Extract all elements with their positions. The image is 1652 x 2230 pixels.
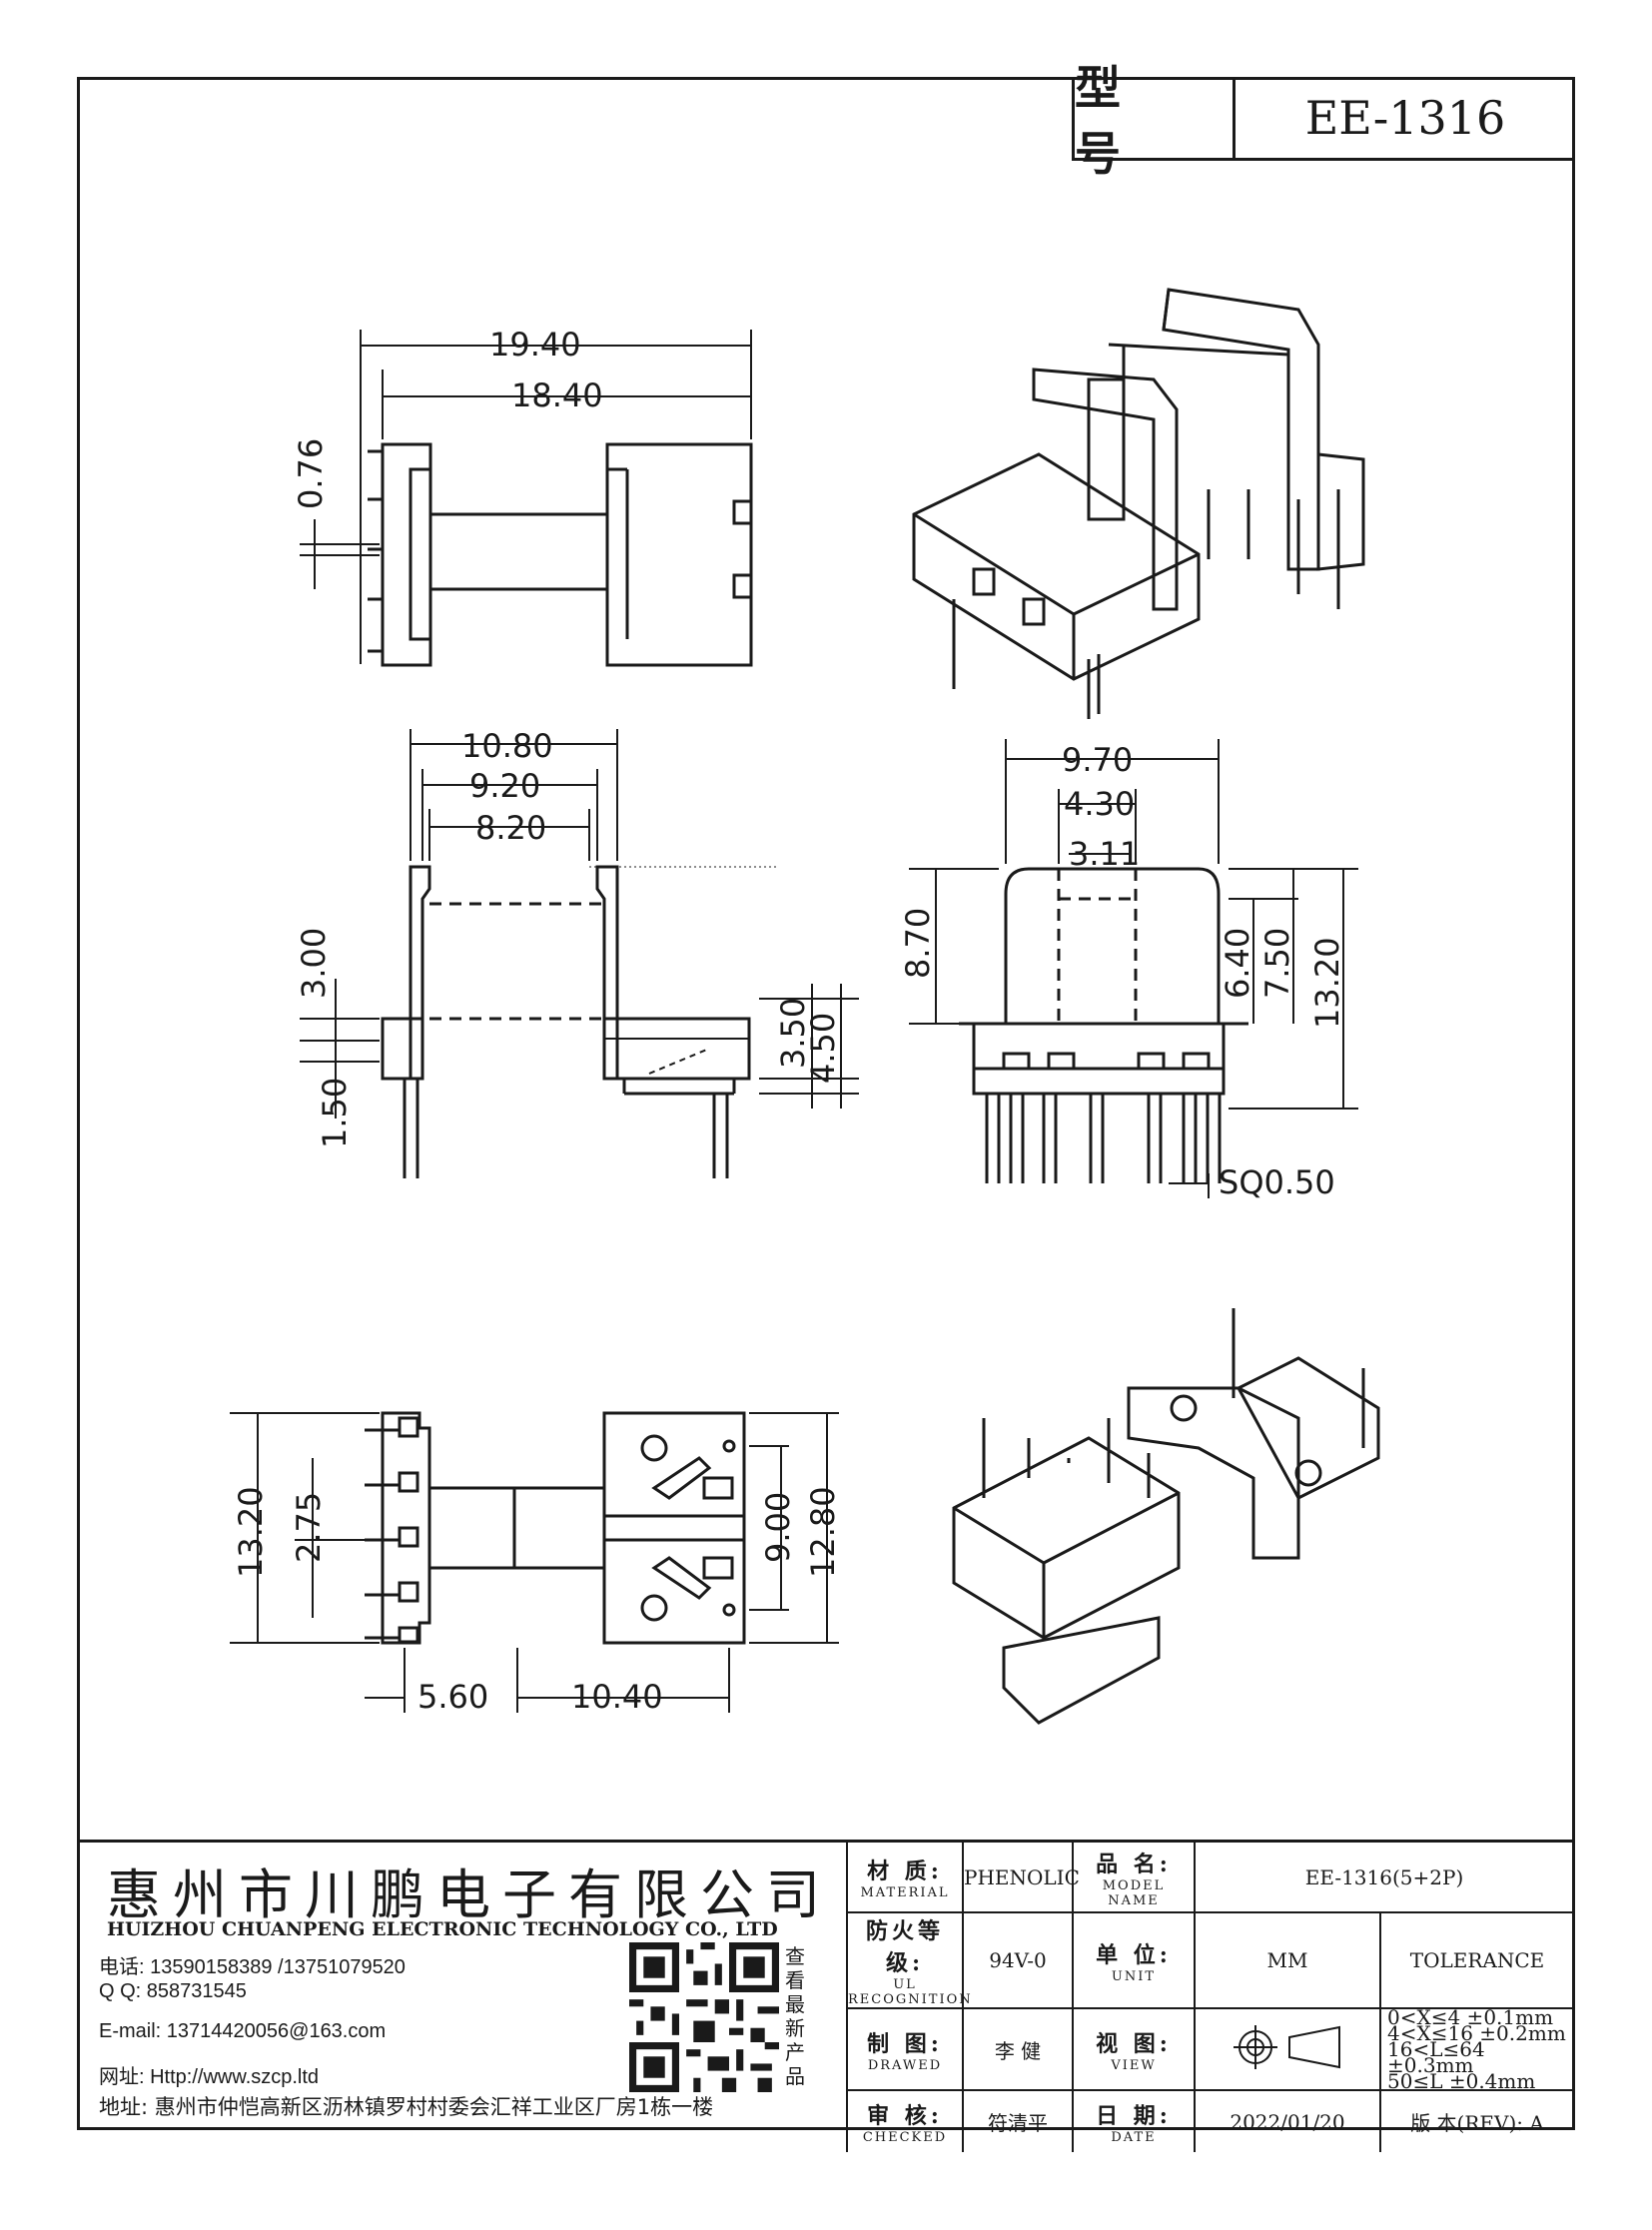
qr-code-icon <box>629 1942 779 2092</box>
company-qq: Q Q: 858731545 <box>99 1980 247 2002</box>
dim-front-width: 9.70 <box>1062 741 1133 779</box>
dim-window-height: 7.50 <box>1258 928 1296 999</box>
dim-core-height: 6.40 <box>1219 928 1256 999</box>
dim-bottom-height: 13.20 <box>232 1486 270 1578</box>
title-block-table: 材 质:MATERIAL PHENOLIC 品 名:MODEL NAME EE-… <box>846 1843 1573 2152</box>
front-view <box>909 739 1358 1198</box>
view-key: 视 图:VIEW <box>1072 2007 1196 2091</box>
tolerance-line-4: 50≤L ±0.4mm <box>1387 2069 1536 2093</box>
dim-right-height: 12.80 <box>804 1486 842 1578</box>
company-address: 地址: 惠州市仲恺高新区沥林镇罗村村委会汇祥工业区厂房1栋一楼 <box>99 2095 714 2119</box>
top-flange-left <box>381 442 432 667</box>
drawn-key: 制 图:DRAWED <box>846 2007 964 2091</box>
model-key: 品 名:MODEL NAME <box>1072 1843 1196 1913</box>
side-view <box>300 729 859 1178</box>
top-view <box>300 330 753 667</box>
dim-base-offset: 1.50 <box>316 1078 354 1148</box>
revision-value: 版 本(REV): A <box>1379 2089 1573 2152</box>
dim-overall-length: 19.40 <box>489 326 581 364</box>
dim-hole-span: 9.00 <box>759 1492 797 1563</box>
checked-value: 符清平 <box>962 2089 1074 2152</box>
unit-key: 单 位:UNIT <box>1072 1911 1196 2009</box>
ul-value: 94V-0 <box>962 1911 1074 2009</box>
tolerance-table: 0<X≤4 ±0.1mm 4<X≤16 ±0.2mm 16<L≤64 ±0.3m… <box>1379 2005 1573 2093</box>
company-website: 网址: Http://www.szcp.ltd <box>99 2066 320 2088</box>
dim-pin-offset: 5.60 <box>417 1678 488 1716</box>
company-name-en: HUIZHOU CHUANPENG ELECTRONIC TECHNOLOGY … <box>107 1918 778 1940</box>
dim-width-b: 9.20 <box>469 767 540 805</box>
dim-pin-to-pin: 10.40 <box>571 1678 663 1716</box>
dim-base-height: 3.00 <box>295 928 333 999</box>
company-info: 惠州市川鹏电子有限公司 HUIZHOU CHUANPENG ELECTRONIC… <box>77 1843 846 2130</box>
qr-caption: 查看最新产品 <box>785 1944 805 2088</box>
date-key: 日 期:DATE <box>1072 2089 1196 2152</box>
drawing-frame <box>77 77 1575 2130</box>
model-name-value: EE-1316(5+2P) <box>1194 1843 1573 1913</box>
tolerance-line-3: 16<L≤64 ±0.3mm <box>1387 2037 1485 2077</box>
company-phone: 电话: 13590158389 /13751079520 <box>99 1956 406 1978</box>
iso-view-bottom <box>952 1308 1380 1725</box>
material-value: PHENOLIC <box>962 1843 1080 1913</box>
iso-view-top <box>912 288 1365 719</box>
unit-value: MM <box>1194 1911 1381 2009</box>
dim-total-height: 13.20 <box>1308 937 1346 1029</box>
dim-flange-height: 8.70 <box>899 908 937 979</box>
tolerance-line-2: 4<X≤16 ±0.2mm <box>1387 2021 1566 2045</box>
company-name-cn: 惠州市川鹏电子有限公司 <box>107 1863 832 1926</box>
date-value: 2022/01/20 <box>1194 2089 1381 2152</box>
top-flange-right <box>605 442 753 667</box>
dim-step-height: 4.50 <box>804 1013 842 1084</box>
tolerance-line-1: 0<X≤4 ±0.1mm <box>1387 2005 1554 2029</box>
projection-symbol-icon <box>1194 2007 1381 2091</box>
model-number: EE-1316 <box>1304 90 1506 145</box>
dim-pin-width: 0.76 <box>292 438 330 509</box>
bottom-view <box>230 1411 839 1713</box>
material-key: 材 质:MATERIAL <box>846 1843 964 1913</box>
drawn-value: 李 健 <box>962 2007 1074 2091</box>
tolerance-label: TOLERANCE <box>1379 1911 1573 2009</box>
dim-ledge-height: 3.50 <box>774 998 812 1069</box>
technical-drawing: 19.40 18.40 0.76 10.80 9.20 8.20 3.00 1.… <box>230 288 1380 1725</box>
dim-width-a: 10.80 <box>461 727 553 765</box>
dim-width-c: 8.20 <box>475 809 546 847</box>
title-block-area: 惠州市川鹏电子有限公司 HUIZHOU CHUANPENG ELECTRONIC… <box>77 1840 1575 2152</box>
company-email: E-mail: 13714420056@163.com <box>99 2020 387 2042</box>
dim-pin-square: SQ0.50 <box>1219 1163 1335 1201</box>
dim-core-width: 4.30 <box>1064 785 1135 823</box>
checked-key: 审 核:CHECKED <box>846 2089 964 2152</box>
ul-key: 防火等级:UL RECOGNITION <box>846 1911 971 2009</box>
dim-flange-span: 18.40 <box>511 376 603 414</box>
dim-pin-pitch: 2.75 <box>290 1492 328 1563</box>
dim-window-width: 3.11 <box>1069 835 1140 873</box>
